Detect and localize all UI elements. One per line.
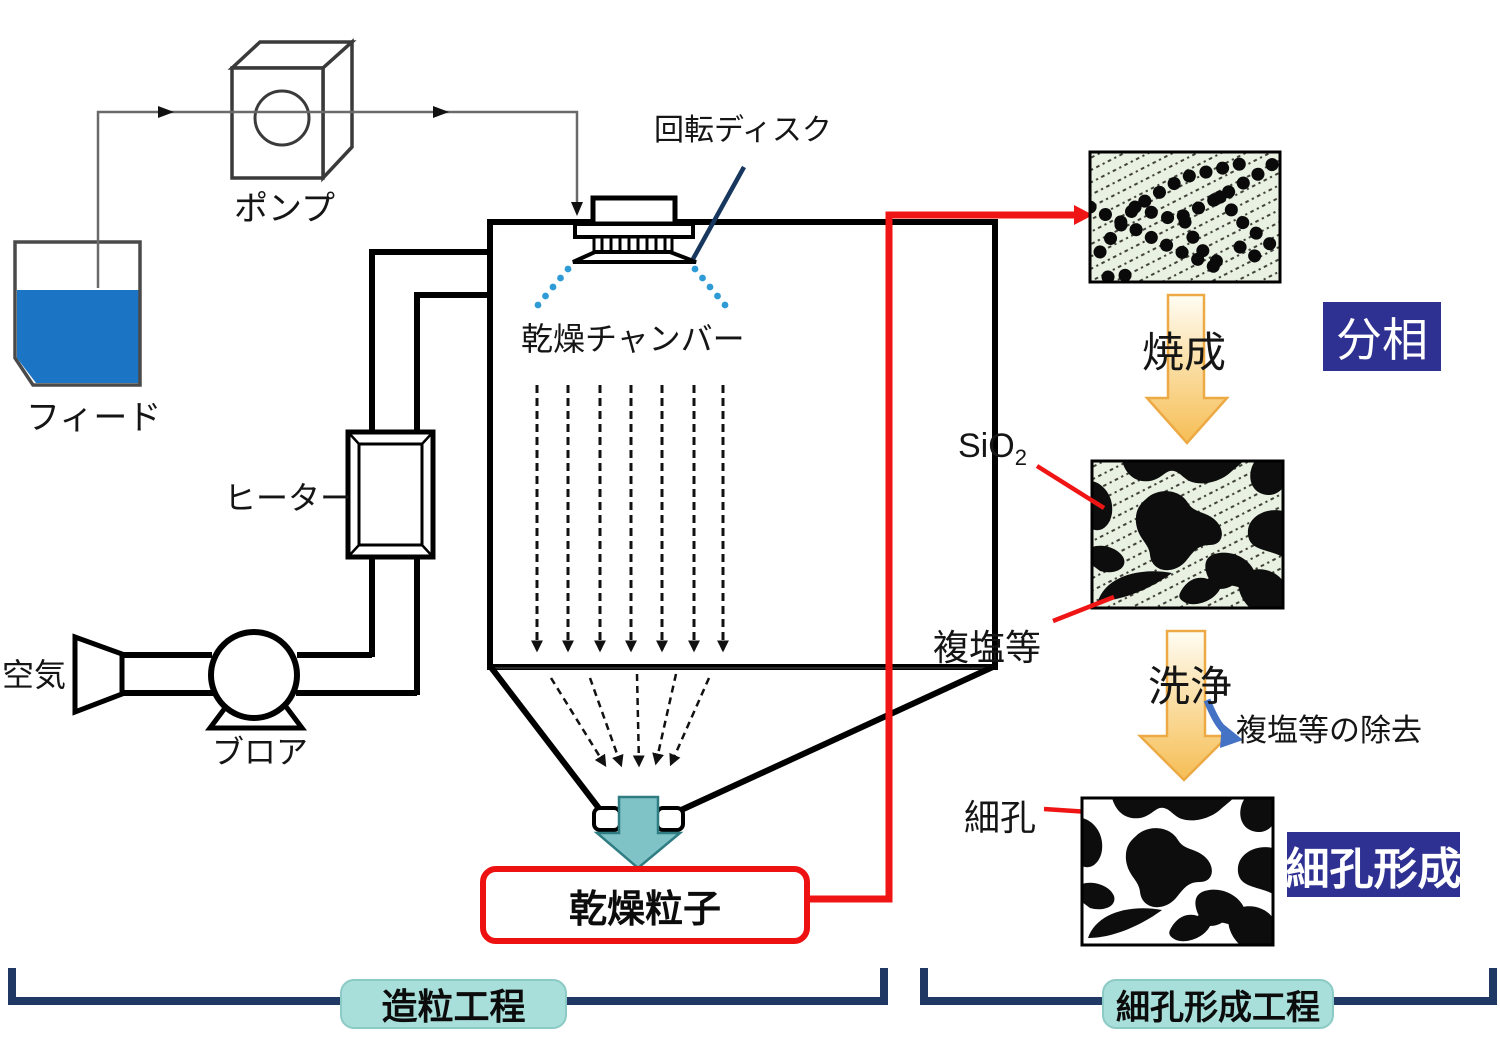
pore-formation-box: 細孔形成 xyxy=(1285,832,1462,897)
pore-formation-process-box: 細孔形成工程 xyxy=(1102,979,1334,1029)
heater xyxy=(345,429,436,560)
pump xyxy=(227,38,357,183)
salt-removal-arrow xyxy=(1203,698,1243,748)
granulation-process-box: 造粒工程 xyxy=(340,979,567,1029)
falling-particle-arrows xyxy=(531,385,729,653)
rotating-disk-atomizer xyxy=(572,195,697,264)
calcination-arrow xyxy=(1144,293,1230,445)
sio2-subscript: 2 xyxy=(1014,444,1027,470)
feed-label: フィード xyxy=(26,399,162,437)
micrograph-porous xyxy=(1080,796,1275,947)
feed-line xyxy=(96,106,583,288)
air-duct-pipes xyxy=(120,249,492,696)
pore-formation-label: 細孔形成 xyxy=(1285,844,1462,894)
blower-label: ブロア xyxy=(212,734,309,770)
cone-converging-arrows xyxy=(549,673,711,768)
micrograph-spray-dried xyxy=(1088,150,1282,284)
washing-arrow xyxy=(1136,629,1232,782)
feed-container xyxy=(13,240,142,387)
double-salt-pointer-line xyxy=(1052,594,1115,624)
sio2-label: SiO2 xyxy=(958,427,1027,470)
pump-label: ポンプ xyxy=(234,190,335,228)
dried-particles-label: 乾燥粒子 xyxy=(568,888,721,931)
washing-label: 洗浄 xyxy=(1148,663,1233,710)
heater-label: ヒーター xyxy=(224,480,353,516)
dried-particles-box: 乾燥粒子 xyxy=(480,866,810,944)
salt-removal-label: 複塩等の除去 xyxy=(1236,713,1422,748)
sio2-text: SiO xyxy=(958,427,1015,465)
granulation-process-label: 造粒工程 xyxy=(381,986,526,1027)
pore-label: 細孔 xyxy=(964,797,1037,838)
blower xyxy=(205,629,307,731)
drying-chamber-label: 乾燥チャンバー xyxy=(521,321,745,357)
air-label: 空気 xyxy=(2,657,67,693)
micrograph-phase-separated xyxy=(1090,459,1285,610)
rotating-disk-label: 回転ディスク xyxy=(654,114,832,147)
phase-separation-box: 分相 xyxy=(1323,302,1441,371)
sio2-pointer-line xyxy=(1035,464,1106,510)
feed-liquid xyxy=(17,290,139,383)
outlet-nozzle xyxy=(592,806,685,832)
pore-formation-process-label: 細孔形成工程 xyxy=(1116,988,1320,1027)
outlet-teal-arrow xyxy=(593,795,684,870)
double-salt-label: 複塩等 xyxy=(933,627,1042,668)
phase-separation-label: 分相 xyxy=(1336,313,1428,366)
rotating-disk-pointer-line xyxy=(691,165,746,261)
drying-chamber xyxy=(487,219,998,814)
air-inlet-horn xyxy=(72,633,125,716)
calcination-label: 焼成 xyxy=(1142,329,1227,376)
spray-droplets xyxy=(534,265,729,309)
dried-particles-connector xyxy=(797,205,1093,903)
